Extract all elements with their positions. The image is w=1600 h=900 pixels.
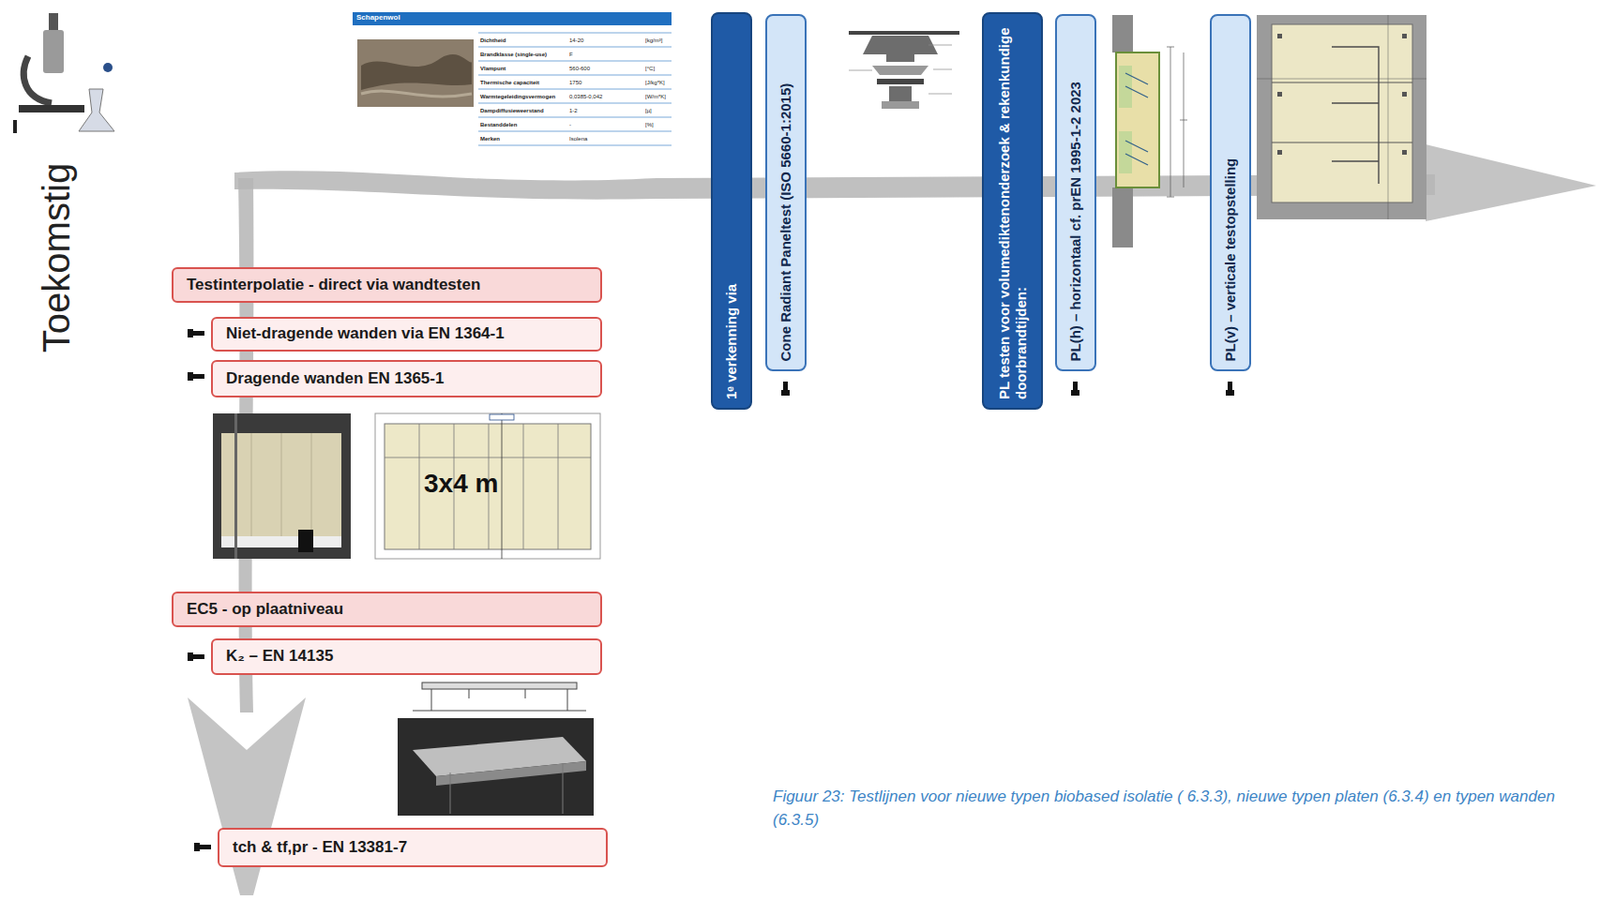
- test-standard-box: tch & tf,pr - EN 13381-7: [217, 828, 608, 868]
- phase-box: 1ᵉ verkenning via: [710, 12, 753, 410]
- table-title: Schapenwol: [356, 13, 401, 22]
- table-cell: [kg/m³]: [645, 37, 663, 44]
- table-cell: 560-600: [569, 65, 590, 72]
- horizontal-furnace-section: [1112, 15, 1188, 248]
- table-cell: Dichtheid: [480, 37, 506, 44]
- box-text: EC5 - op plaatniveau: [186, 600, 344, 619]
- vertical-box-text: Cone Radiant Paneltest (ISO 5660-1:2015): [777, 24, 795, 362]
- table-cell: 14-20: [569, 37, 584, 44]
- plate-test-figure: [395, 677, 594, 816]
- box-text: Testinterpolatie - direct via wandtesten: [186, 275, 481, 295]
- method-box: PL(h) – horizontaal cf. prEN 1995-1-2 20…: [1055, 14, 1097, 372]
- table-cell: Thermische capaciteit: [480, 79, 540, 86]
- table-cell: Bestanddelen: [480, 121, 517, 128]
- side-title: Toekomstig: [33, 145, 79, 371]
- table-cell: 1-2: [569, 107, 578, 114]
- flow-band: [187, 144, 1597, 896]
- vertical-test-setup: [1256, 15, 1427, 220]
- test-standard-box: Niet-dragende wanden via EN 1364-1: [211, 316, 603, 352]
- cone-apparatus-sketch: [848, 30, 960, 109]
- table-cell: Isolena: [569, 135, 588, 142]
- method-box: PL(v) – verticale testopstelling: [1209, 14, 1252, 372]
- table-cell: [%]: [645, 121, 654, 128]
- table-cell: 1750: [569, 79, 582, 86]
- dimension-label: 3x4 m: [423, 468, 499, 499]
- pointer-bullet: [187, 329, 1235, 852]
- vertical-box-text: 1ᵉ verkenning via: [723, 22, 740, 400]
- wall-test-drawing: [375, 413, 601, 559]
- box-text: Niet-dragende wanden via EN 1364-1: [226, 324, 505, 344]
- table-cell: [W/m*K]: [645, 93, 666, 100]
- box-text: tch & tf,pr - EN 13381-7: [232, 838, 408, 858]
- method-box: Cone Radiant Paneltest (ISO 5660-1:2015): [765, 14, 807, 372]
- vertical-box-text: PL(v) – verticale testopstelling: [1222, 24, 1239, 362]
- test-standard-box: Dragende wanden EN 1365-1: [211, 360, 603, 398]
- lab-icon: [13, 13, 115, 134]
- table-cell: 0,0385-0,042: [569, 93, 603, 100]
- test-line-header: Testinterpolatie - direct via wandtesten: [171, 267, 603, 303]
- table-cell: [°C]: [645, 65, 655, 72]
- phase-box: PL testen voor volumediktenonderzoek & r…: [981, 12, 1043, 410]
- box-text: Dragende wanden EN 1365-1: [226, 369, 444, 389]
- test-line-header: EC5 - op plaatniveau: [171, 591, 603, 628]
- vertical-box-text: PL(h) – horizontaal cf. prEN 1995-1-2 20…: [1067, 24, 1085, 362]
- table-cell: F: [569, 51, 574, 58]
- table-cell: -: [569, 121, 572, 128]
- material-table: [352, 12, 672, 146]
- test-standard-box: K₂ – EN 14135: [211, 638, 603, 676]
- table-cell: Vlampunt: [480, 65, 506, 72]
- table-cell: Merken: [480, 135, 500, 142]
- wall-test-photo: [212, 413, 351, 559]
- table-cell: Dampdiffusieweerstand: [480, 107, 544, 114]
- table-cell: Warmtegeleidingsvermogen: [480, 93, 556, 100]
- table-cell: Brandklasse (single-use): [480, 51, 547, 58]
- figure-caption: Figuur 23: Testlijnen voor nieuwe typen …: [772, 785, 1589, 832]
- table-cell: [J/kg*K]: [645, 79, 665, 86]
- table-cell: [µ]: [645, 107, 652, 114]
- vertical-box-text: PL testen voor volumediktenonderzoek & r…: [996, 22, 1029, 400]
- box-text: K₂ – EN 14135: [226, 647, 333, 666]
